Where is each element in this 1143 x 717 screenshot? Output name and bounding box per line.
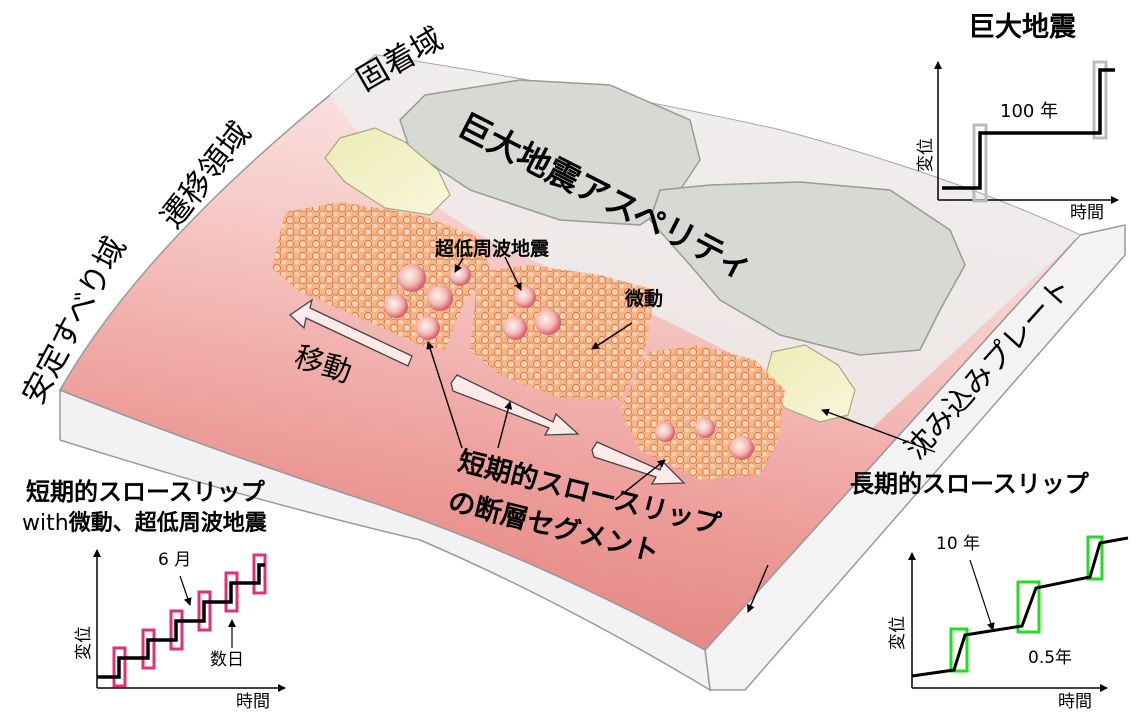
short-term-y-label: 変位 [76, 626, 93, 660]
mega-displacement-line [942, 70, 1115, 188]
short-term-duration-label: 数日 [210, 652, 244, 669]
megaquake-title: 巨大地震 [968, 14, 1076, 41]
short-term-graph [97, 550, 285, 688]
tremor-label: 微動 [625, 290, 663, 309]
vlf-earthquake-label: 超低周波地震 [435, 240, 549, 259]
megaquake-y-label: 変位 [918, 138, 935, 172]
short-term-subtitle-rest: 微動、超低周波地震 [69, 511, 267, 536]
long-term-title: 長期的スロースリップ [850, 472, 1089, 496]
short-term-title: 短期的スロースリップ [26, 480, 265, 504]
megaquake-interval-label: 100 年 [1000, 103, 1058, 121]
long-term-duration-label: 0.5年 [1028, 650, 1072, 667]
short-term-subtitle: with微動、超低周波地震 [22, 513, 267, 535]
megaquake-graph [938, 62, 1118, 201]
long-term-x-label: 時間 [1058, 694, 1092, 711]
megaquake-x-label: 時間 [1070, 205, 1104, 222]
long-term-y-label: 変位 [890, 616, 907, 650]
long-term-interval-label: 10 年 [936, 536, 980, 553]
short-term-interval-label: 6 月 [158, 552, 191, 569]
short-term-x-label: 時間 [236, 694, 270, 711]
long-displacement-line [912, 538, 1128, 676]
long-term-graph [912, 537, 1128, 688]
short-term-subtitle-with: with [22, 511, 69, 536]
